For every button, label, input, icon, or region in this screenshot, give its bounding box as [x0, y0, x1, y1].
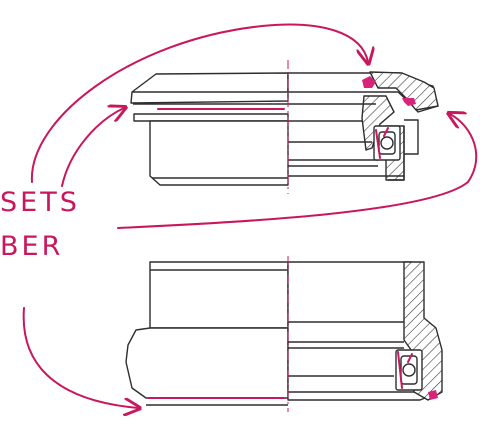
bottom-cup-lip-seal [428, 390, 438, 400]
bottom-bearing-seal-2 [407, 353, 413, 363]
top-cup-outer-wall [388, 126, 405, 181]
bottom-bearing-ball [402, 363, 416, 377]
top-bearing-ball [380, 136, 394, 150]
bottom-assembly [125, 261, 443, 406]
bottom-bearing-seal [397, 351, 403, 389]
arrow-return-loop [117, 114, 478, 229]
top-cup-lip-seal [402, 98, 416, 106]
top-cup-outer-step [404, 119, 419, 155]
top-bearing-seal-2 [383, 127, 389, 137]
arrow-to-bottom [22, 307, 138, 408]
top-cup-body [149, 120, 289, 186]
top-bearing-seal [375, 129, 381, 159]
top-cap-seal [362, 76, 376, 88]
top-cap-outline [130, 72, 289, 104]
top-cap-hatch [369, 71, 439, 111]
label-line-1: SETS [0, 187, 80, 218]
arrow-top-loop [30, 23, 368, 183]
compression-ring [133, 113, 289, 122]
bottom-cup-lower [125, 327, 289, 399]
bottom-cup-upper [149, 261, 289, 329]
label-line-2: BER [0, 231, 64, 262]
top-assembly [130, 71, 439, 186]
arrow-to-cap [61, 108, 124, 187]
